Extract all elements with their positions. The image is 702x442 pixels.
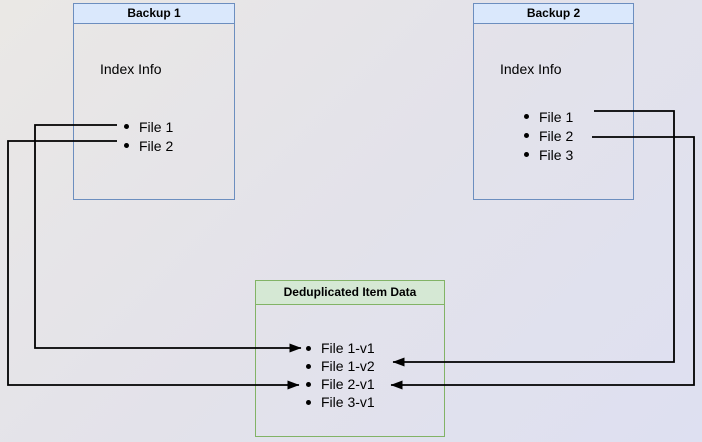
bullet-icon [306,381,311,387]
file-label: File 1 [539,108,574,125]
backup1-box: Backup 1 Index Info File 1 File 2 [73,3,235,200]
backup2-index-info-label: Index Info [500,61,562,77]
backup1-index-info-label: Index Info [100,61,162,77]
bullet-icon [524,133,529,138]
bullet-icon [524,114,529,119]
backup2-title: Backup 2 [474,4,633,24]
list-item: File 2 [124,136,173,155]
list-item: File 1 [124,117,173,136]
bullet-icon [306,345,311,351]
backup2-file-list: File 1 File 2 File 3 [524,107,573,164]
deduplicated-item-data-title: Deduplicated Item Data [256,281,444,305]
bullet-icon [124,124,129,129]
list-item: File 1-v2 [306,357,375,375]
list-item: File 2 [524,126,573,145]
bullet-icon [306,363,311,369]
backup1-file-list: File 1 File 2 [124,117,173,155]
file-label: File 2 [139,137,174,154]
file-label: File 2 [539,127,574,144]
file-label: File 1-v2 [321,358,375,374]
file-label: File 3-v1 [321,394,375,410]
list-item: File 1 [524,107,573,126]
file-label: File 3 [539,146,574,163]
file-label: File 1-v1 [321,340,375,356]
backup1-title: Backup 1 [74,4,234,24]
backup2-box: Backup 2 Index Info File 1 File 2 File 3 [473,3,634,200]
list-item: File 3 [524,145,573,164]
list-item: File 1-v1 [306,339,375,357]
bullet-icon [524,152,529,157]
file-label: File 2-v1 [321,376,375,392]
bullet-icon [306,399,311,405]
list-item: File 3-v1 [306,393,375,411]
file-label: File 1 [139,118,174,135]
bullet-icon [124,143,129,148]
list-item: File 2-v1 [306,375,375,393]
